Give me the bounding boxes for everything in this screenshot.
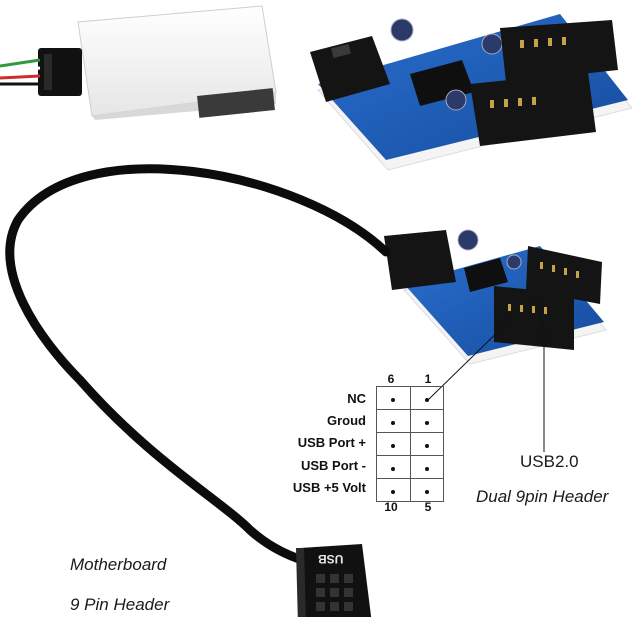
pin-number-bottom-left: 10 [384, 500, 398, 514]
adapter-board-top [310, 14, 633, 171]
pin-cell [376, 432, 411, 456]
pin-number-top-right: 1 [424, 372, 432, 386]
pin-cell [409, 409, 444, 433]
pin-cell [409, 432, 444, 456]
pin-number-top-left: 6 [387, 372, 395, 386]
pin-cell [409, 478, 444, 502]
pinout-grid [376, 386, 444, 502]
pin-cell [376, 409, 411, 433]
pin-cell [409, 455, 444, 479]
motherboard-label: Motherboard [70, 555, 167, 574]
pin-label-ground: Groud [327, 413, 366, 428]
pin-cell [409, 386, 444, 410]
usb2-label: USB2.0 [520, 452, 579, 471]
pin-label-usb-port-minus: USB Port - [301, 458, 366, 473]
white-enclosure [0, 5, 277, 120]
pin-cell [376, 386, 411, 410]
pin-cell [376, 455, 411, 479]
pin-label-usb-port-plus: USB Port + [297, 435, 366, 450]
pin-cell [376, 478, 411, 502]
cable [5, 164, 391, 565]
pin-header-label: 9 Pin Header [70, 595, 170, 614]
pin-label-nc: NC [347, 391, 366, 406]
pin-label-usb-5v: USB +5 Volt [292, 480, 366, 495]
adapter-board-middle [384, 229, 607, 365]
header-pointer-line [535, 299, 545, 452]
connector-usb-print: USB [318, 552, 344, 566]
pin-number-bottom-right: 5 [424, 500, 432, 514]
motherboard-connector [296, 544, 372, 617]
dual-header-label: Dual 9pin Header [476, 487, 609, 506]
